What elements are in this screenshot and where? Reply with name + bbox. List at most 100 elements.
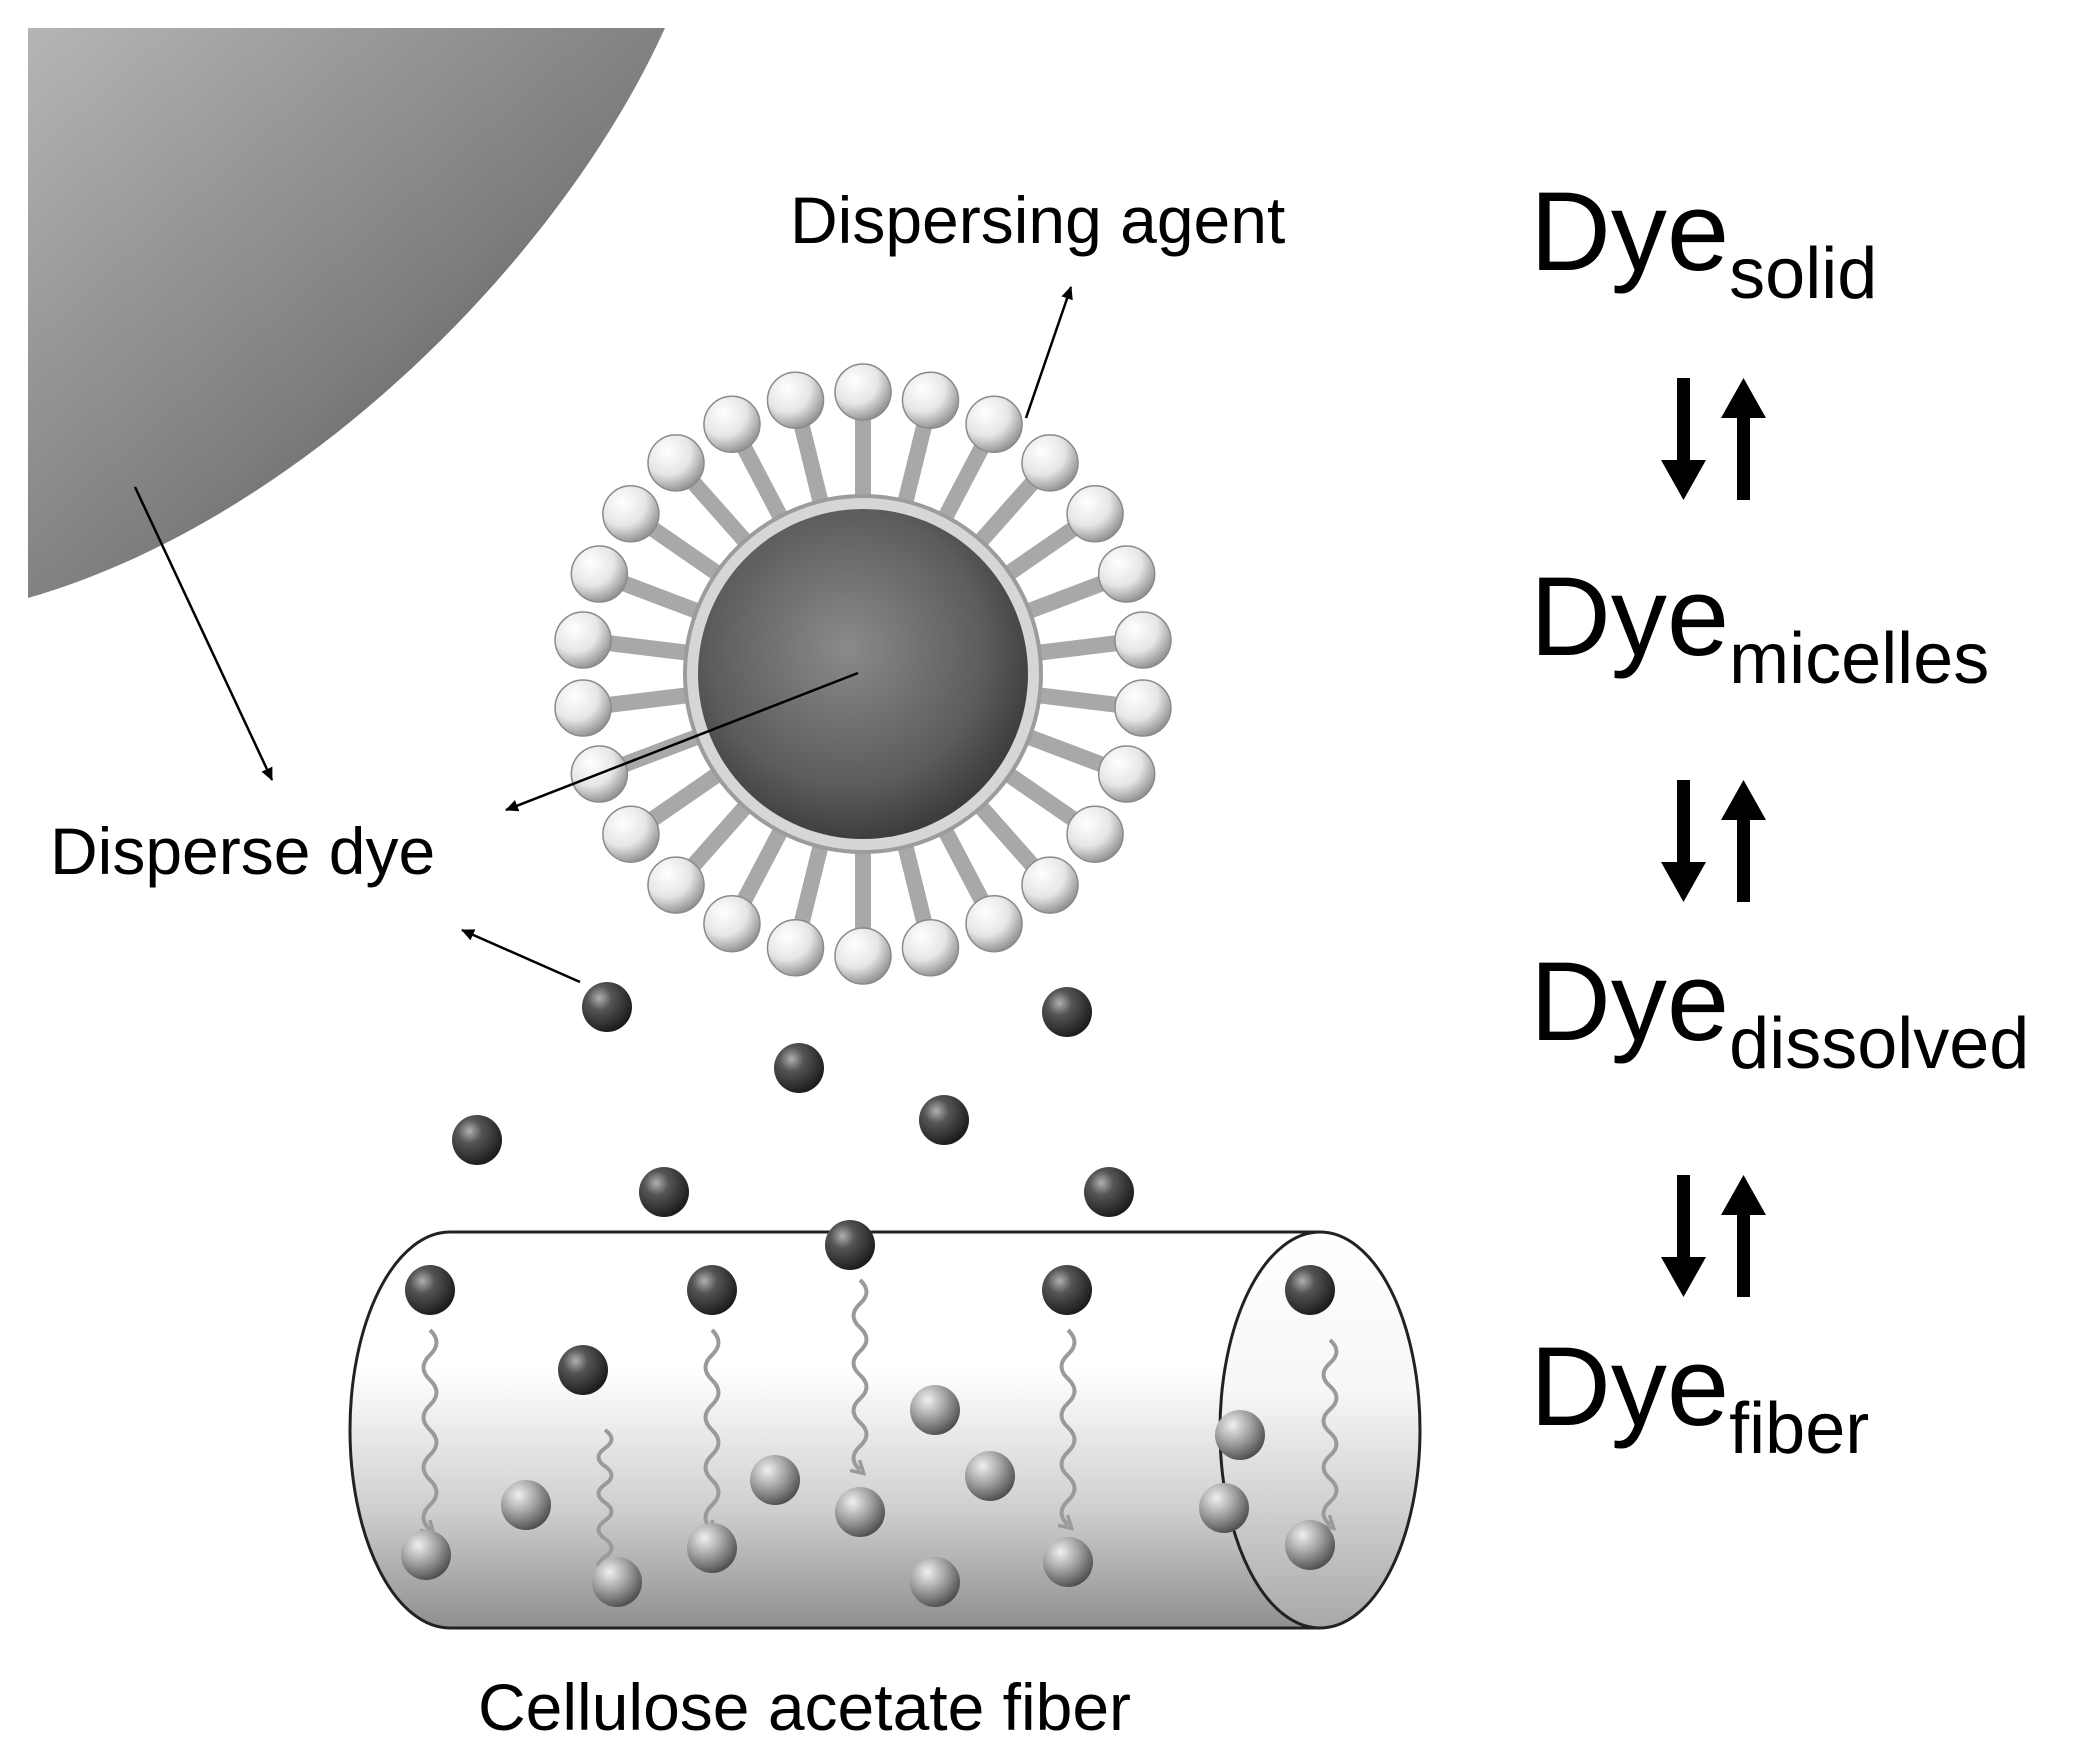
diffusion-arrow bbox=[595, 1428, 614, 1580]
eq-arrow-down-head bbox=[1661, 460, 1706, 500]
eq-solid: Dyesolid bbox=[1530, 169, 1877, 314]
agent-head bbox=[647, 856, 705, 914]
eq-micelles-sub: micelles bbox=[1729, 619, 1989, 699]
dissolved-dye-molecule bbox=[1285, 1265, 1335, 1315]
absorbed-dye-molecule bbox=[835, 1487, 885, 1537]
dissolved-dye-molecule bbox=[1042, 1265, 1092, 1315]
solid-dye-particle bbox=[28, 28, 665, 598]
agent-tail bbox=[897, 842, 934, 931]
absorbed-dye-molecule bbox=[592, 1557, 642, 1607]
equilibrium-arrows bbox=[1661, 378, 1766, 1297]
eq-arrow-up-shaft bbox=[1737, 814, 1750, 902]
agent-tail bbox=[642, 766, 724, 830]
absorbed-dye-molecule bbox=[401, 1530, 451, 1580]
dissolved-dye-molecule bbox=[687, 1265, 737, 1315]
eq-arrow-down-head bbox=[1661, 1257, 1706, 1297]
absorbed-dye-molecule bbox=[910, 1385, 960, 1435]
eq-dissolved: Dyedissolved bbox=[1530, 939, 2029, 1084]
agent-head bbox=[766, 919, 825, 977]
agent-tail bbox=[734, 438, 789, 523]
dissolved-dye-molecule bbox=[639, 1167, 689, 1217]
eq-fiber: Dyefiber bbox=[1530, 1324, 1869, 1469]
diffusion-arrow bbox=[1319, 1338, 1339, 1531]
dispersing-agent-layer bbox=[554, 363, 1172, 985]
agent-tail bbox=[615, 573, 703, 620]
disperse-dye-label: Disperse dye bbox=[50, 814, 435, 888]
agent-head bbox=[1114, 679, 1172, 737]
agent-head bbox=[834, 927, 892, 985]
absorbed-dye-molecule bbox=[1215, 1410, 1265, 1460]
eq-arrow-up-head bbox=[1721, 1175, 1766, 1215]
dye-molecules bbox=[401, 982, 1335, 1607]
agent-head bbox=[1097, 745, 1156, 803]
dissolved-dye-pointer bbox=[461, 928, 581, 984]
absorbed-dye-molecule bbox=[1043, 1537, 1093, 1587]
eq-arrow-up-head bbox=[1721, 780, 1766, 820]
agent-head bbox=[602, 485, 660, 543]
dissolved-dye-molecule bbox=[452, 1115, 502, 1165]
agent-tail bbox=[937, 825, 992, 910]
eq-arrow-down-head bbox=[1661, 862, 1706, 902]
eq-fiber-base: Dye bbox=[1530, 1324, 1729, 1449]
fiber-label: Cellulose acetate fiber bbox=[478, 1670, 1131, 1744]
dissolved-dye-molecule bbox=[825, 1220, 875, 1270]
diffusion-arrows bbox=[419, 1278, 1339, 1580]
agent-head bbox=[602, 805, 660, 863]
fiber-body bbox=[348, 1230, 1322, 1630]
agent-head bbox=[901, 371, 960, 429]
agent-tail bbox=[1035, 687, 1125, 714]
agent-tail bbox=[937, 438, 992, 523]
dissolved-dye-molecule bbox=[1084, 1167, 1134, 1217]
eq-solid-sub: solid bbox=[1729, 234, 1877, 314]
eq-arrow-down-shaft bbox=[1677, 378, 1690, 466]
eq-micelles-base: Dye bbox=[1530, 554, 1729, 679]
agent-head bbox=[1097, 545, 1156, 603]
absorbed-dye-molecule bbox=[750, 1455, 800, 1505]
agent-head bbox=[1114, 611, 1172, 669]
agent-tail bbox=[601, 634, 691, 661]
agent-tail bbox=[683, 799, 753, 876]
absorbed-dye-molecule bbox=[910, 1557, 960, 1607]
agent-head bbox=[1066, 805, 1124, 863]
absorbed-dye-molecule bbox=[1285, 1520, 1335, 1570]
diffusion-arrow bbox=[701, 1328, 721, 1536]
agent-head bbox=[1021, 434, 1079, 492]
agent-head bbox=[965, 894, 1023, 953]
absorbed-dye-molecule bbox=[687, 1523, 737, 1573]
agent-tail bbox=[897, 417, 934, 506]
dissolved-dye-molecule bbox=[919, 1095, 969, 1145]
eq-arrow-up-shaft bbox=[1737, 412, 1750, 500]
eq-dissolved-base: Dye bbox=[1530, 939, 1729, 1064]
micelle-dye-pointer bbox=[505, 671, 859, 812]
agent-head bbox=[1021, 856, 1079, 914]
eq-dissolved-sub: dissolved bbox=[1729, 1004, 2029, 1084]
dissolved-dye-molecule bbox=[774, 1043, 824, 1093]
agent-head bbox=[1066, 485, 1124, 543]
agent-tail bbox=[792, 842, 829, 931]
dissolved-dye-molecule bbox=[558, 1345, 608, 1395]
micelle-dye-core bbox=[698, 509, 1028, 839]
agent-head bbox=[570, 545, 629, 603]
eq-arrow-up-head bbox=[1721, 378, 1766, 418]
agent-tail bbox=[973, 799, 1043, 876]
dissolved-dye-molecule bbox=[405, 1265, 455, 1315]
agent-head bbox=[965, 395, 1023, 454]
agent-tail bbox=[734, 825, 789, 910]
dispersing-agent-pointer bbox=[1024, 286, 1073, 419]
eq-arrow-down-shaft bbox=[1677, 780, 1690, 868]
cellulose-acetate-fiber bbox=[348, 1230, 1422, 1630]
agent-head bbox=[766, 371, 825, 429]
equilibrium-scheme: Dyesolid Dyemicelles Dyedissolved Dyefib… bbox=[1530, 169, 2029, 1469]
agent-tail bbox=[1002, 518, 1084, 582]
eq-solid-base: Dye bbox=[1530, 169, 1729, 294]
absorbed-dye-molecule bbox=[1199, 1483, 1249, 1533]
agent-tail bbox=[1023, 728, 1111, 775]
agent-tail bbox=[792, 417, 829, 506]
agent-head bbox=[834, 363, 892, 421]
dye-micelle bbox=[554, 363, 1172, 985]
agent-tail bbox=[683, 472, 753, 549]
eq-fiber-sub: fiber bbox=[1729, 1389, 1869, 1469]
agent-head bbox=[901, 919, 960, 977]
diffusion-arrow bbox=[419, 1328, 439, 1536]
